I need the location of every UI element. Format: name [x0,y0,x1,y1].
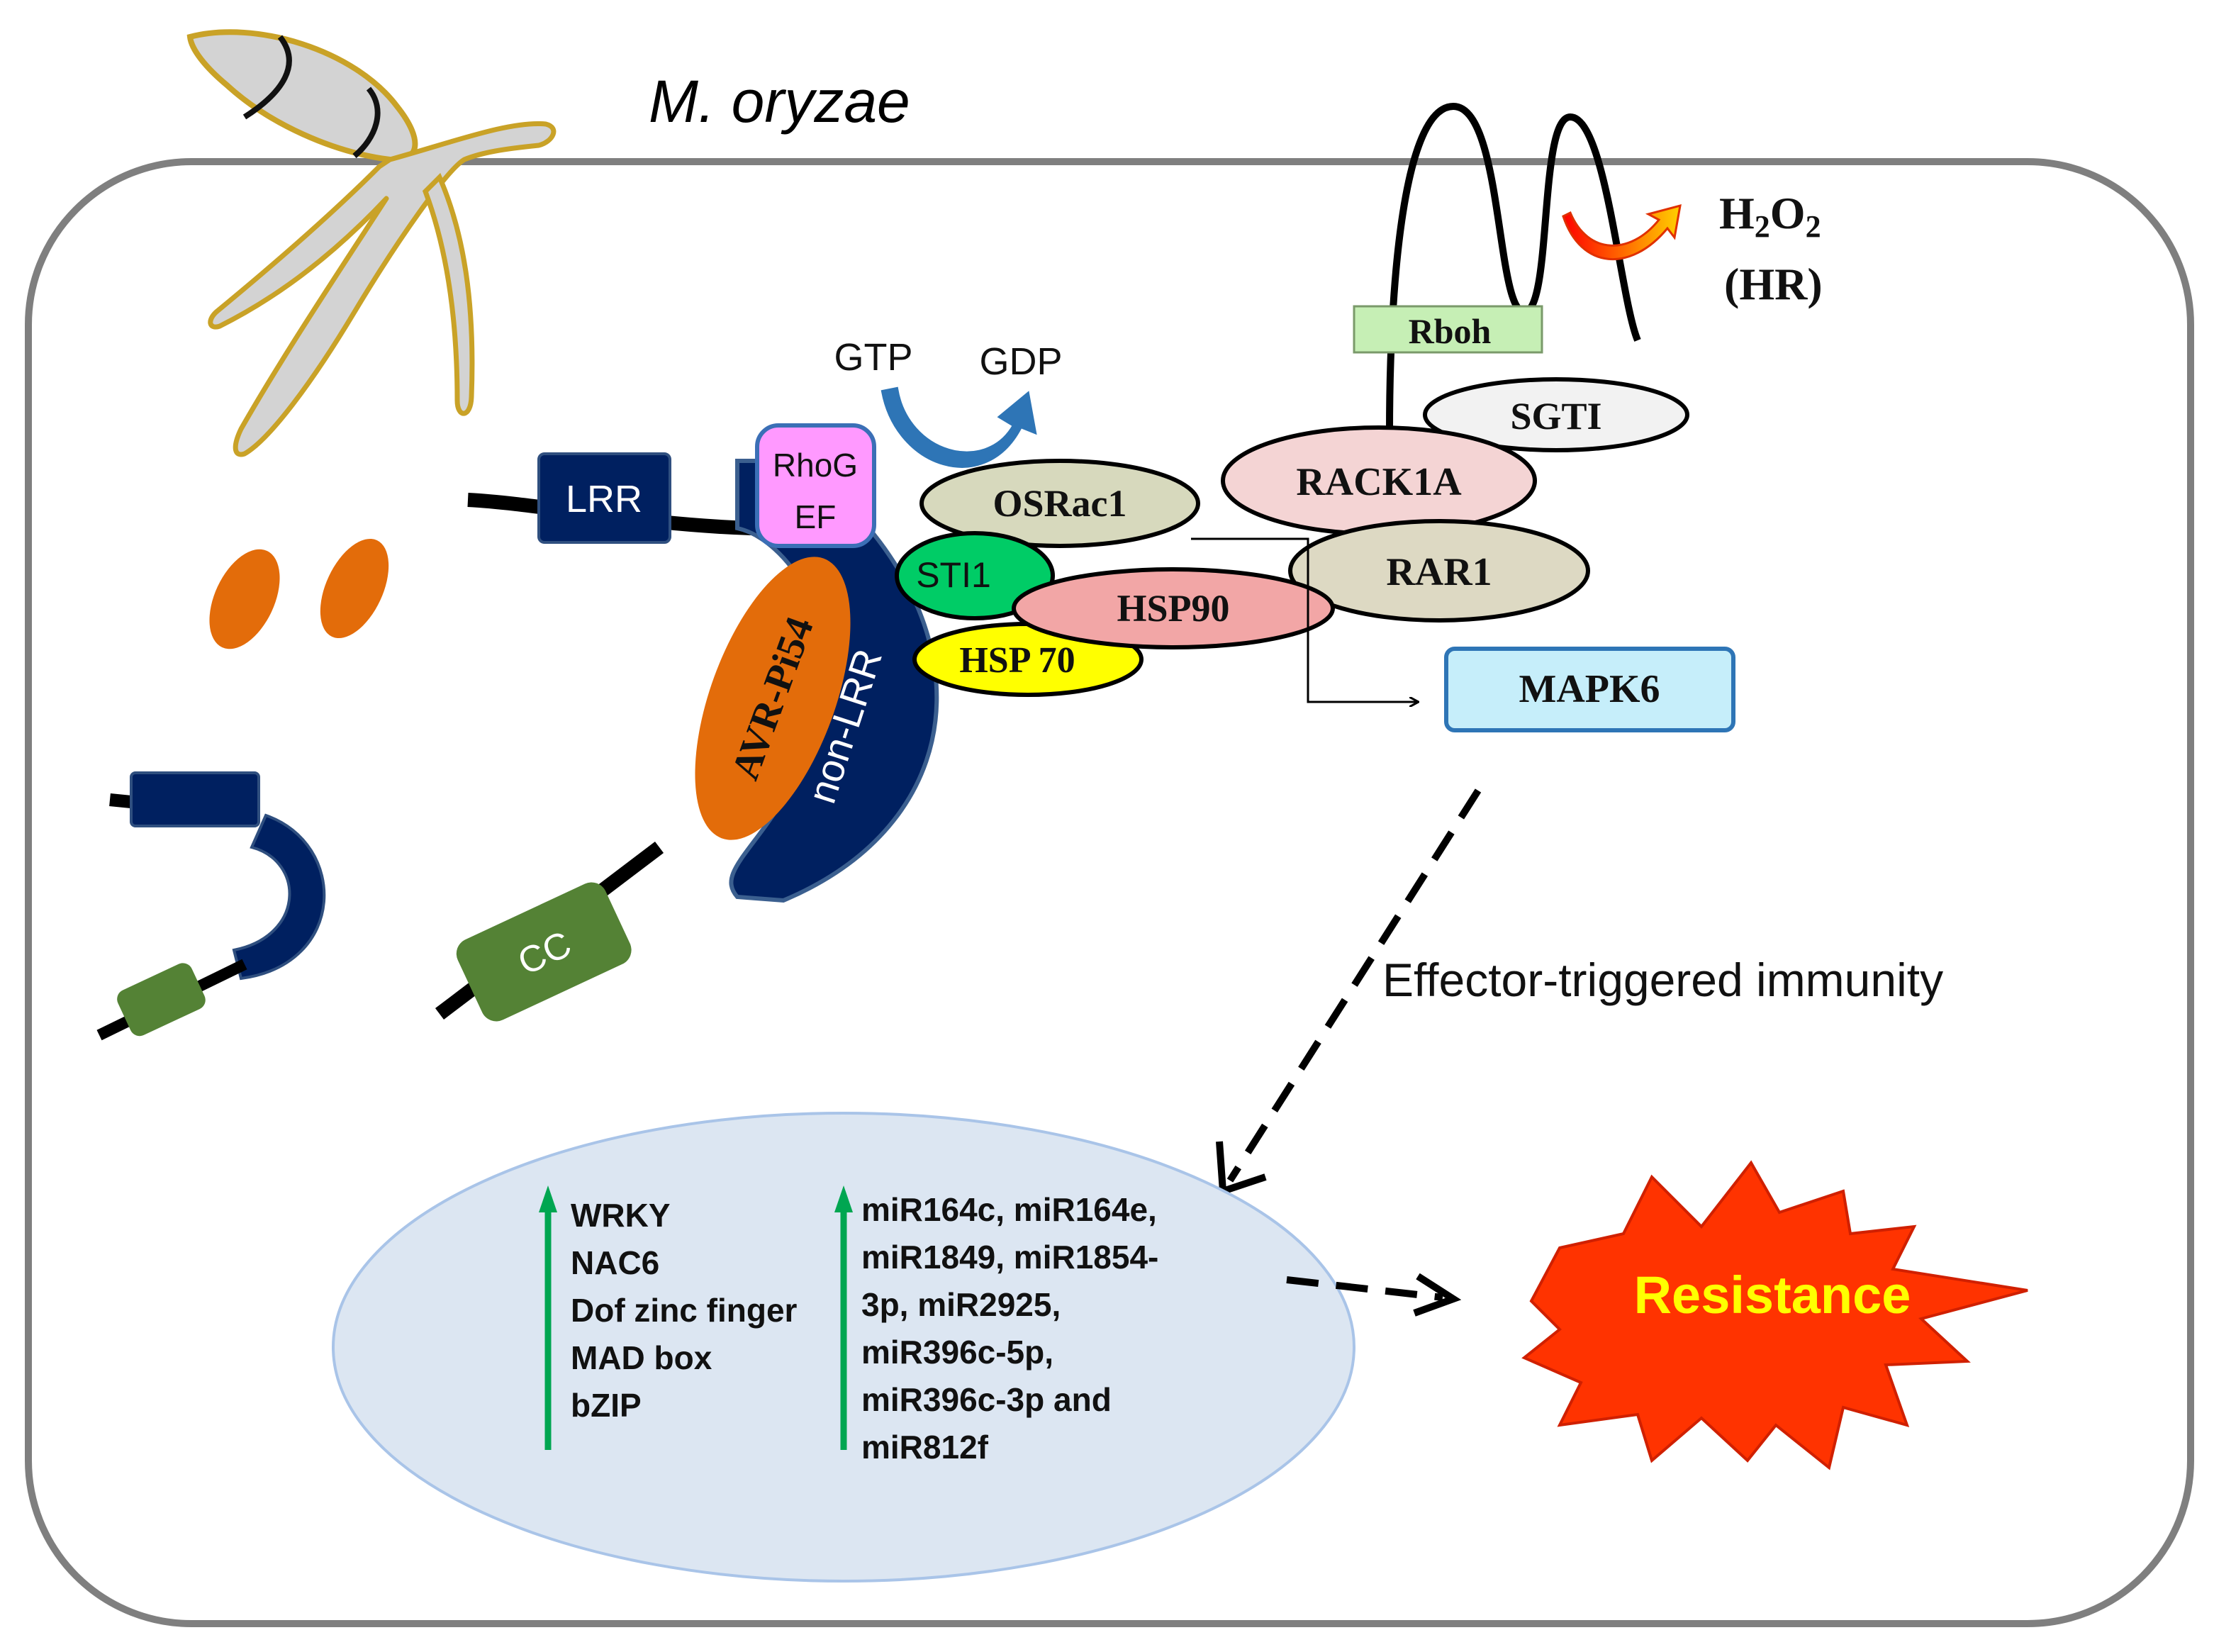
hsp90-label: HSP90 [1117,587,1229,630]
list-item: bZIP [571,1387,642,1424]
rack1a-label: RACK1A [1296,460,1462,504]
upregulated-arrow-icon [834,1185,853,1450]
pi54-receptor: LRR CC non-LRR AVR-Pi54 RhoG EF [435,423,939,1022]
lrr-label: LRR [566,478,642,520]
cc-domain [456,882,632,1022]
sti1-label: STI1 [916,555,991,595]
effector-droplet [320,538,389,639]
mirna-list: miR164c, miR164e, miR1849, miR1854- 3p, mi… [861,1191,1158,1466]
hr-label: (HR) [1724,259,1823,309]
gtp-gdp-exchange-arrow [880,386,1037,468]
gdp-label: GDP [979,340,1062,383]
list-item: miR812f [861,1429,989,1466]
list-item: Dof zinc finger [571,1292,798,1329]
sgti-ellipse [1423,377,1689,452]
gtp-label: GTP [834,336,912,379]
rboh-label: Rboh [1409,311,1492,351]
list-item: WRKY [571,1197,671,1234]
resistance-dashed-arrow [1286,1276,1443,1301]
list-item: miR1849, miR1854- [861,1239,1158,1276]
fungus-spore-icon [186,29,557,457]
hsp90-ellipse [1012,567,1335,649]
lrr-domain [537,452,671,544]
upregulated-arrow-icon [539,1185,557,1450]
eti-label: Effector-triggered immunity [1382,954,1943,1006]
rhogef-label-2: EF [795,498,837,535]
list-item: miR396c-5p, [861,1334,1053,1371]
resistance-burst [1521,1160,2028,1470]
sgti-label: SGTI [1510,395,1601,437]
osrac1-ellipse [919,459,1200,548]
hsp70-label: HSP 70 [959,640,1075,681]
mapk6-box [1444,647,1735,732]
rhogef-label-1: RhoG [773,447,858,484]
rhogef-box [755,423,876,548]
eti-dashed-arrow [1226,788,1482,1183]
list-item: MAD box [571,1339,712,1376]
rboh-box [1353,305,1543,354]
organism-label: M. oryzae [649,68,910,135]
sti1-ellipse [895,531,1055,620]
list-item: NAC6 [571,1244,659,1281]
list-item: 3p, miR2925, [861,1286,1061,1323]
osrac1-label: OSRac1 [993,482,1127,525]
hr-arrow-icon [1562,203,1682,260]
effector-droplet [209,549,280,649]
inactive-receptor-icon [96,771,326,1041]
resistance-arrowhead [1413,1273,1462,1317]
list-item: miR164c, miR164e, [861,1191,1157,1228]
rar1-ellipse [1288,519,1590,623]
list-item: miR396c-3p and [861,1381,1112,1418]
mapk6-activation-connector [1191,537,1418,702]
avr-pi54-effector [695,557,851,840]
resistance-label: Resistance [1634,1266,1911,1324]
rar1-label: RAR1 [1386,550,1492,594]
h2o2-label: H2O2 [1719,188,1821,244]
mapk6-label: MAPK6 [1519,667,1660,711]
